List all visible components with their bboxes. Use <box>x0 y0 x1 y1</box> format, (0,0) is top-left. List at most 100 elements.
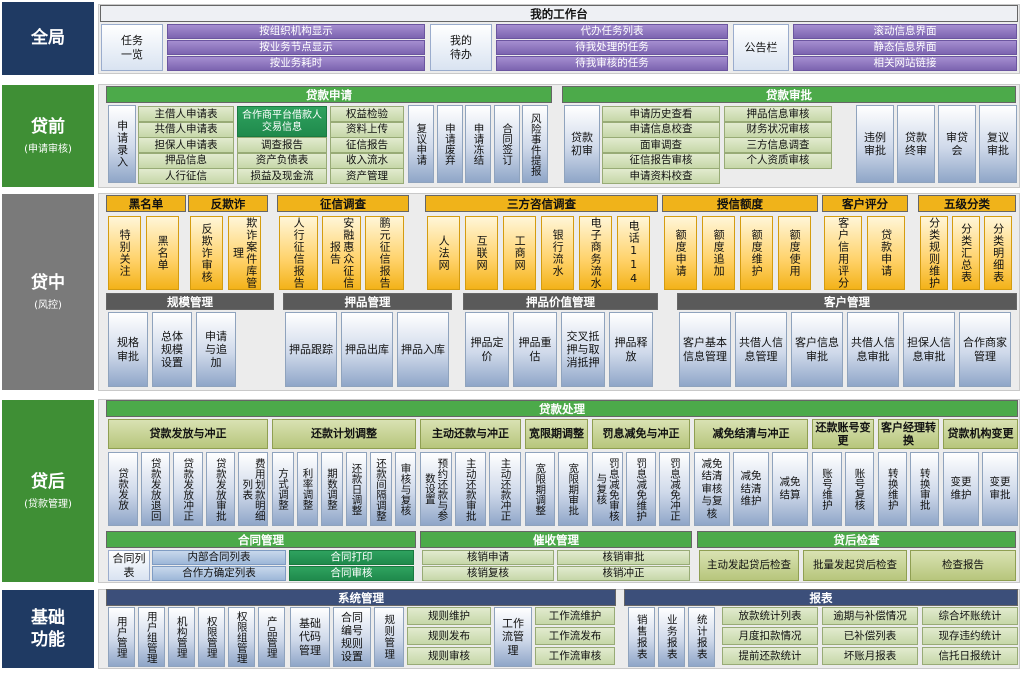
post-group-3-item[interactable]: 宽限期调整 <box>525 452 555 526</box>
collection-col1-item[interactable]: 核销复核 <box>422 566 554 581</box>
pledge-value-item[interactable]: 押品定价 <box>465 312 509 387</box>
apply-side-item[interactable]: 申请废弃 <box>436 105 463 183</box>
contract-col2-item[interactable]: 合同打印 <box>289 550 414 565</box>
loan-first-review[interactable]: 贷款初审 <box>564 105 600 183</box>
notice-board-label[interactable]: 公告栏 <box>733 24 789 71</box>
post-group-3-item[interactable]: 宽限期审批 <box>558 452 588 526</box>
report-item[interactable]: 提前还款统计 <box>722 647 818 665</box>
approve-side-item[interactable]: 审贷会 <box>938 105 976 183</box>
post-group-1-item[interactable]: 期数调整 <box>321 452 343 526</box>
credit-survey-header[interactable]: 征信调查 <box>277 195 409 212</box>
pledge-mgmt-item[interactable]: 押品跟踪 <box>285 312 337 387</box>
post-group-8-title[interactable]: 贷款机构变更 <box>943 419 1018 449</box>
report-item[interactable]: 已补偿列表 <box>822 627 918 645</box>
credit-limit-item[interactable]: 额度维护 <box>740 216 773 290</box>
apply-col3-item[interactable]: 权益检验 <box>330 106 404 122</box>
system-item[interactable]: 机构管理 <box>168 607 195 667</box>
rule-mgmt[interactable]: 规则管理 <box>374 607 404 667</box>
apply-side-item[interactable]: 复议申请 <box>408 105 434 183</box>
rule-item[interactable]: 规则审核 <box>407 647 491 665</box>
basic-code-mgmt[interactable]: 基础代码管理 <box>290 607 330 667</box>
scale-mgmt-header[interactable]: 规模管理 <box>106 293 274 310</box>
post-group-6-title[interactable]: 还款账号变更 <box>812 419 874 449</box>
report-type-item[interactable]: 业务报表 <box>658 607 685 667</box>
credit-survey-item[interactable]: 人行征信报告 <box>279 216 318 290</box>
contract-numbering-rule[interactable]: 合同编号规则设置 <box>333 607 371 667</box>
notice-item-static[interactable]: 静态信息界面 <box>793 40 1017 55</box>
workflow-mgmt[interactable]: 工作流管理 <box>494 607 532 667</box>
contract-list-label[interactable]: 合同列表 <box>108 550 150 581</box>
contract-col1-item[interactable]: 合作方确定列表 <box>152 566 286 581</box>
approve-side-item[interactable]: 违例审批 <box>856 105 894 183</box>
rule-item[interactable]: 规则维护 <box>407 607 491 625</box>
third-party-survey-item[interactable]: 互联网 <box>465 216 498 290</box>
post-group-4-item[interactable]: 罚息减免审核与复核 <box>592 452 623 526</box>
task-item-node[interactable]: 按业务节点显示 <box>167 40 425 55</box>
post-group-0-item[interactable]: 贷款发放 <box>108 452 138 526</box>
post-group-4-item[interactable]: 罚息减免维护 <box>625 452 657 526</box>
apply-side-item[interactable]: 风险事件提报 <box>522 105 549 183</box>
credit-limit-header[interactable]: 授信额度 <box>662 195 818 212</box>
approve-col2-item[interactable]: 押品信息审核 <box>724 106 832 122</box>
pledge-value-item[interactable]: 交叉抵押与取消抵押 <box>561 312 605 387</box>
scale-mgmt-item[interactable]: 申请与追加 <box>196 312 236 387</box>
post-group-7-item[interactable]: 转换审批 <box>910 452 939 526</box>
third-party-survey-item[interactable]: 人法网 <box>427 216 460 290</box>
antifraud-item[interactable]: 欺诈案件库管理 <box>228 216 261 290</box>
pledge-mgmt-item[interactable]: 押品入库 <box>397 312 449 387</box>
post-group-2-title[interactable]: 主动还款与冲正 <box>420 419 521 449</box>
post-group-0-item[interactable]: 费用划款明细列表 <box>238 452 268 526</box>
antifraud-header[interactable]: 反欺诈 <box>188 195 268 212</box>
post-group-5-title[interactable]: 减免结清与冲正 <box>694 419 808 449</box>
apply-col3-item[interactable]: 收入流水 <box>330 152 404 169</box>
apply-col2-item[interactable]: 损益及现金流 <box>237 168 327 184</box>
apply-col2-item[interactable]: 资产负债表 <box>237 152 327 169</box>
system-item[interactable]: 权限组管理 <box>228 607 255 667</box>
contract-col2-item[interactable]: 合同审核 <box>289 566 414 581</box>
blacklist-item[interactable]: 黑名单 <box>146 216 179 290</box>
system-mgmt-header[interactable]: 系统管理 <box>106 589 616 606</box>
apply-col1-item[interactable]: 主借人申请表 <box>138 106 234 122</box>
credit-limit-item[interactable]: 额度申请 <box>664 216 697 290</box>
report-item[interactable]: 放款统计列表 <box>722 607 818 625</box>
loan-process-header[interactable]: 贷款处理 <box>106 400 1018 417</box>
third-party-survey-item[interactable]: 工商网 <box>503 216 536 290</box>
pledge-value-item[interactable]: 押品重估 <box>513 312 557 387</box>
system-item[interactable]: 产品管理 <box>258 607 285 667</box>
post-group-3-title[interactable]: 宽限期调整 <box>525 419 588 449</box>
customer-score-header[interactable]: 客户评分 <box>822 195 908 212</box>
post-group-2-item[interactable]: 主动还款审批 <box>454 452 487 526</box>
scale-mgmt-item[interactable]: 总体规模设置 <box>152 312 192 387</box>
task-item-org[interactable]: 按组织机构显示 <box>167 24 425 39</box>
credit-limit-item[interactable]: 额度使用 <box>778 216 811 290</box>
post-group-5-item[interactable]: 减免结清维护 <box>733 452 769 526</box>
post-group-4-title[interactable]: 罚息减免与冲正 <box>592 419 690 449</box>
post-group-8-item[interactable]: 变更维护 <box>943 452 979 526</box>
report-item[interactable]: 坏账月报表 <box>822 647 918 665</box>
post-group-5-item[interactable]: 减免结清审核与复核 <box>694 452 730 526</box>
blacklist-header[interactable]: 黑名单 <box>106 195 186 212</box>
approve-col2-item[interactable]: 财务状况审核 <box>724 121 832 138</box>
report-item[interactable]: 综合坏账统计 <box>922 607 1018 625</box>
third-party-survey-item[interactable]: 电子商务流水 <box>579 216 612 290</box>
approve-col2-item[interactable]: 三方信息调查 <box>724 137 832 153</box>
approve-col2-item[interactable]: 个人资质审核 <box>724 152 832 169</box>
apply-col1-item[interactable]: 押品信息 <box>138 152 234 169</box>
approve-col1-item[interactable]: 申请资料校查 <box>602 168 720 184</box>
blacklist-item[interactable]: 特别关注 <box>108 216 141 290</box>
collection-mgmt-header[interactable]: 催收管理 <box>420 531 692 548</box>
report-type-item[interactable]: 销售报表 <box>628 607 655 667</box>
contract-col1-item[interactable]: 内部合同列表 <box>152 550 286 565</box>
pledge-mgmt-item[interactable]: 押品出库 <box>341 312 393 387</box>
apply-side-item[interactable]: 合同签订 <box>493 105 520 183</box>
post-group-8-item[interactable]: 变更审批 <box>982 452 1018 526</box>
credit-survey-item[interactable]: 鹏元征信报告 <box>365 216 404 290</box>
notice-item-links[interactable]: 相关网站链接 <box>793 56 1017 71</box>
credit-limit-item[interactable]: 额度追加 <box>702 216 735 290</box>
post-group-7-item[interactable]: 转换维护 <box>878 452 907 526</box>
post-check-item[interactable]: 检查报告 <box>910 550 1016 581</box>
collection-col2-item[interactable]: 核销冲正 <box>557 566 690 581</box>
task-item-time[interactable]: 按业务耗时 <box>167 56 425 71</box>
approve-col1-item[interactable]: 征信报告审核 <box>602 152 720 169</box>
customer-score-item[interactable]: 客户信用评分 <box>824 216 862 290</box>
